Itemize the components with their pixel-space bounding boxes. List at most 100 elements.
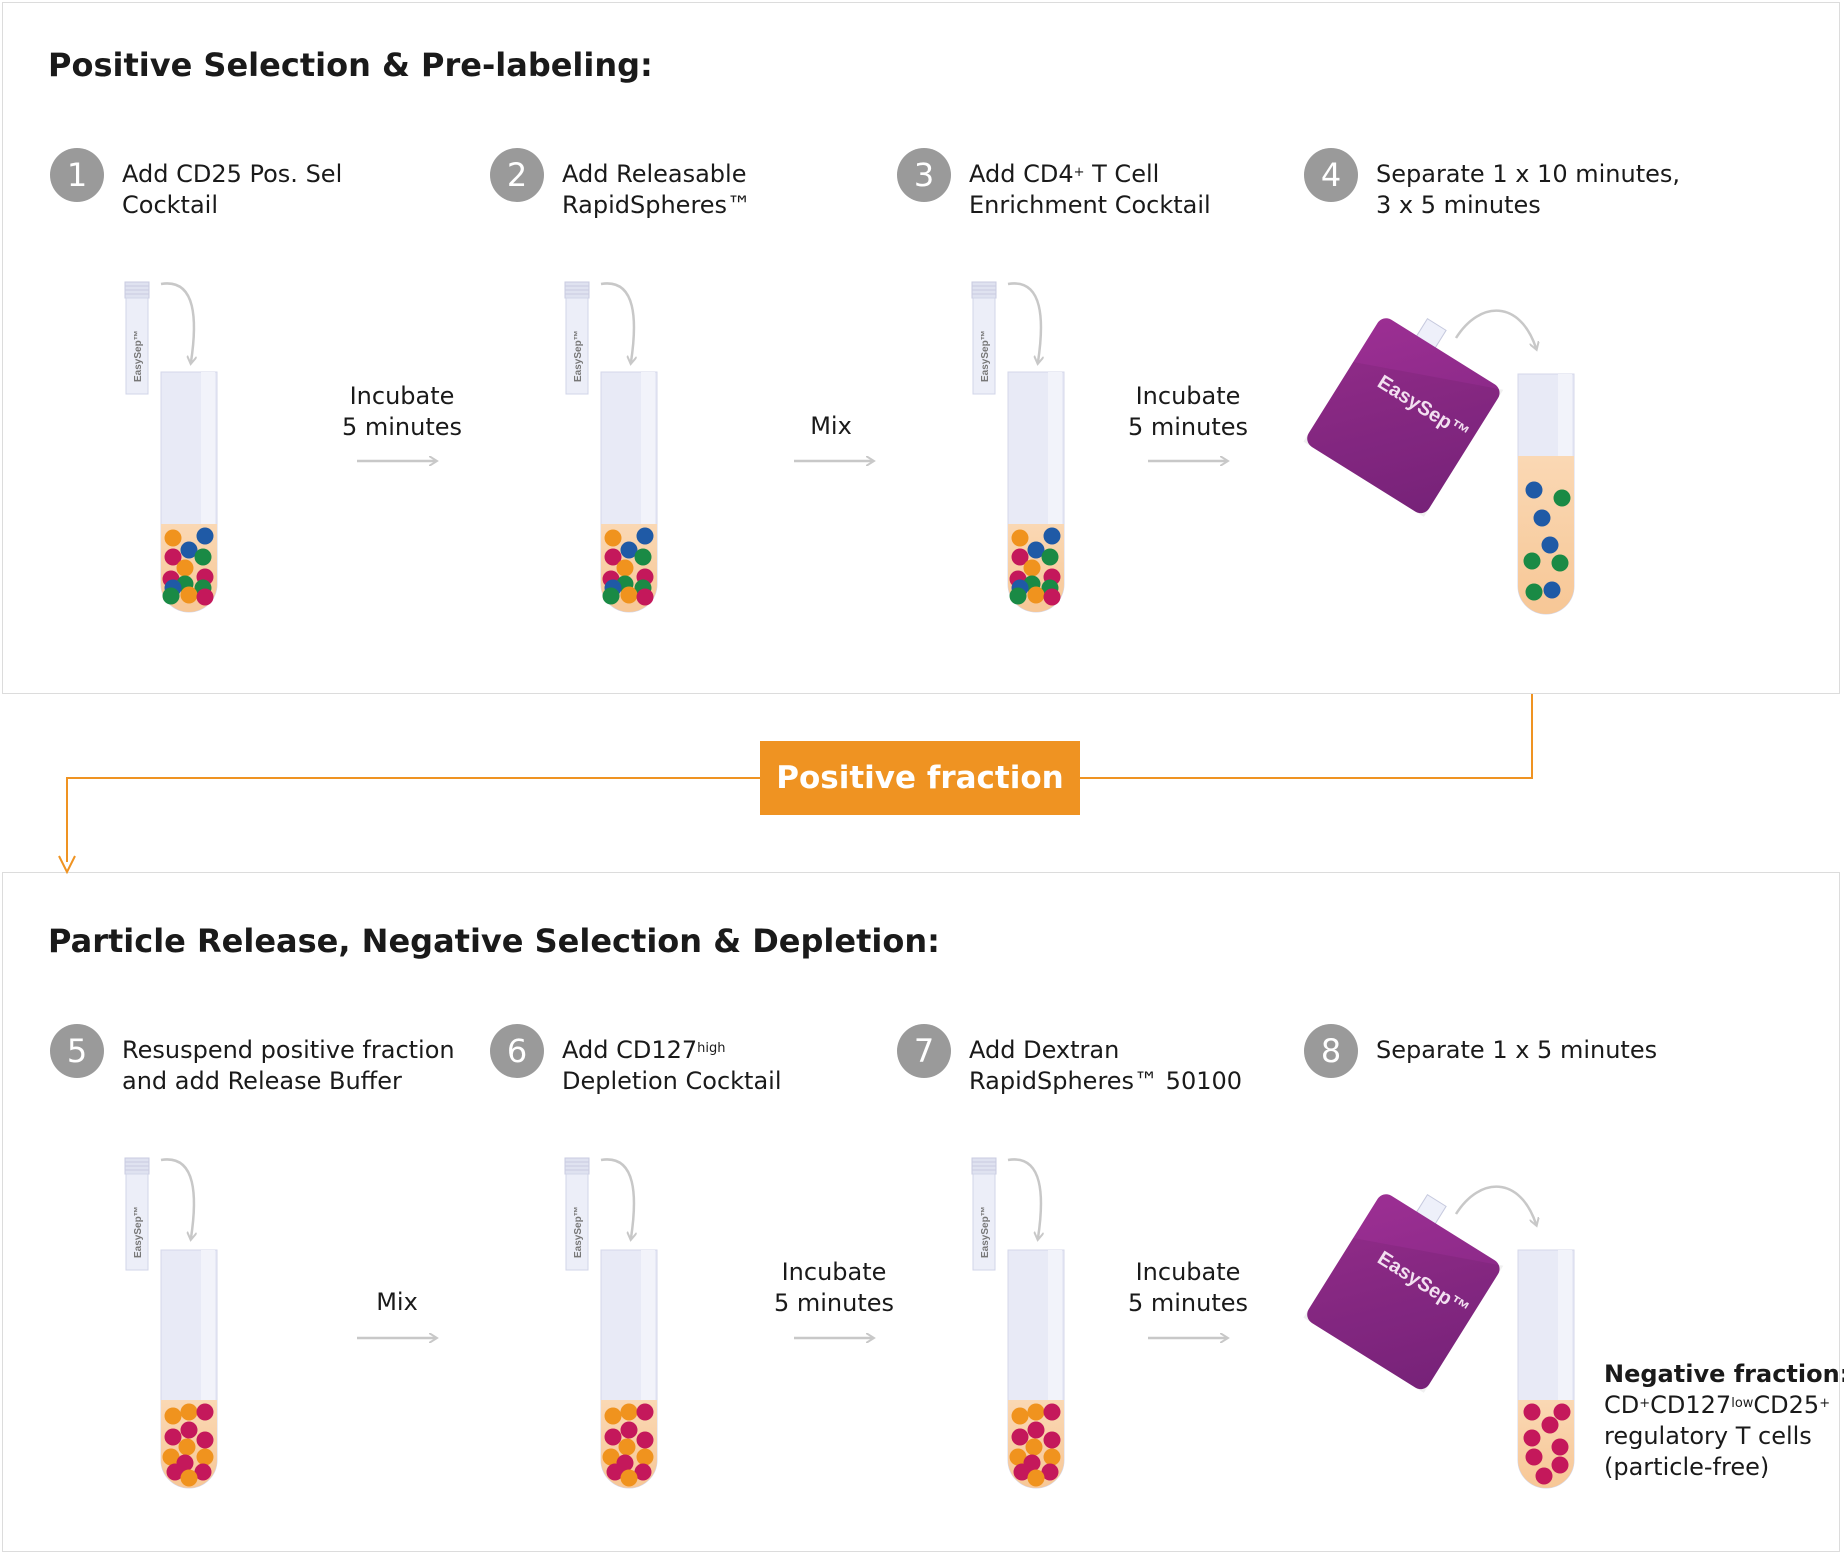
tube-highlight [1558, 1250, 1572, 1400]
step-number-5: 5 [50, 1024, 104, 1078]
cell-2 [1553, 1403, 1571, 1421]
cell-6 [636, 1431, 654, 1449]
tube-8 [1517, 1249, 1575, 1489]
cell-3 [164, 548, 182, 566]
cell-4 [164, 1428, 182, 1446]
bottom-arrow-3-line1: Incubate [1135, 1258, 1241, 1286]
cell-13 [1009, 587, 1027, 605]
step-number-4: 4 [1304, 148, 1358, 202]
reagent-vial-2: EasySep™ [564, 281, 634, 395]
easysep-magnet-1: EasySep™ [1303, 318, 1504, 517]
bottom-arrow-1-line1: Mix [376, 1288, 418, 1316]
cell-11 [1013, 1463, 1031, 1481]
marker-cd25: CD25 [1753, 1391, 1820, 1419]
cell-14 [1043, 588, 1061, 606]
cell-5 [1551, 1438, 1569, 1456]
step-6-text: Add CD127high Depletion Cocktail [562, 1035, 782, 1097]
vial-label: EasySep™ [980, 1206, 991, 1258]
step-number-1: 1 [50, 148, 104, 202]
step-5-line1: Resuspend positive fraction [122, 1036, 455, 1064]
vial-label: EasySep™ [133, 330, 144, 382]
pour-arrow [1007, 282, 1041, 362]
tube-highlight [641, 1250, 655, 1400]
magnet-body [1307, 1194, 1500, 1390]
easysep-magnet-2: EasySep™ [1303, 1194, 1504, 1393]
tube-highlight [1048, 1250, 1062, 1400]
negative-fraction-heading: Negative fraction: [1604, 1360, 1844, 1388]
tube-1 [160, 371, 218, 613]
cell-1 [164, 1407, 182, 1425]
step-2-line2: RapidSpheres™ [562, 191, 752, 219]
step-2-line1: Add Releasable [562, 160, 747, 188]
tube-highlight [201, 1250, 215, 1400]
marker-cd: CD [1604, 1391, 1640, 1419]
cell-3 [636, 1403, 654, 1421]
step-1-line1: Add CD25 Pos. Sel [122, 160, 343, 188]
vial-label: EasySep™ [573, 1206, 584, 1258]
cell-7 [618, 1438, 636, 1456]
vial-body [125, 297, 149, 395]
step-7-line2: RapidSpheres™ 50100 [969, 1067, 1243, 1095]
vial-label: EasySep™ [980, 330, 991, 382]
pour-arrow [600, 1158, 634, 1238]
cell-5 [1523, 552, 1541, 570]
step-3-text: Add CD4+ T Cell Enrichment Cocktail [969, 159, 1211, 221]
cell-12 [634, 1463, 652, 1481]
tube-2 [600, 371, 658, 613]
cell-6 [196, 1431, 214, 1449]
step-3-line1: Add CD4+ T Cell [969, 159, 1211, 190]
cell-4 [1011, 1428, 1029, 1446]
step-3-line1-sup: + [1073, 165, 1085, 180]
cell-5 [634, 548, 652, 566]
cell-9 [1043, 1448, 1061, 1466]
cell-12 [194, 1463, 212, 1481]
cell-8 [162, 1448, 180, 1466]
tube-highlight [1048, 372, 1062, 524]
cell-4 [1523, 1429, 1541, 1447]
cell-7 [1525, 583, 1543, 601]
cell-13 [1027, 1469, 1045, 1487]
cell-1 [604, 529, 622, 547]
cell-5 [1041, 548, 1059, 566]
cell-8 [1009, 1448, 1027, 1466]
cell-4 [620, 541, 638, 559]
cell-14 [196, 588, 214, 606]
cell-1 [1011, 1407, 1029, 1425]
cell-7 [1025, 1438, 1043, 1456]
step-number-3: 3 [897, 148, 951, 202]
cell-6 [1043, 1431, 1061, 1449]
top-arrow-2-label: Mix [731, 411, 931, 442]
cell-13 [162, 587, 180, 605]
cell-2 [1027, 1403, 1045, 1421]
cell-13 [180, 1469, 198, 1487]
cell-5 [620, 1421, 638, 1439]
cell-3 [1541, 1416, 1559, 1434]
cell-2 [1043, 527, 1061, 545]
cell-6 [1551, 554, 1569, 572]
cell-6 [1023, 559, 1041, 577]
vial-body [565, 297, 589, 395]
step-8-line1: Separate 1 x 5 minutes [1376, 1036, 1658, 1064]
step-5-text: Resuspend positive fraction and add Rele… [122, 1035, 455, 1097]
step-4-line2: 3 x 5 minutes [1376, 191, 1541, 219]
cell-3 [1533, 509, 1551, 527]
tube-5 [160, 1249, 218, 1489]
negative-fraction-markers: CD+CD127lowCD25+ [1604, 1390, 1844, 1421]
step-1-line2: Cocktail [122, 191, 218, 219]
negative-fraction-line2: regulatory T cells [1604, 1422, 1812, 1450]
step-4-text: Separate 1 x 10 minutes, 3 x 5 minutes [1376, 159, 1680, 221]
step-5-line2: and add Release Buffer [122, 1067, 402, 1095]
magnet-body [1307, 318, 1500, 514]
vial-body [125, 1173, 149, 1271]
step-6-line1: Add CD127high [562, 1035, 782, 1066]
cell-12 [1027, 586, 1045, 604]
step-number-8: 8 [1304, 1024, 1358, 1078]
cell-4 [1541, 536, 1559, 554]
cell-1 [1011, 529, 1029, 547]
tube-6 [600, 1249, 658, 1489]
vial-body [565, 1173, 589, 1271]
cell-2 [620, 1403, 638, 1421]
cell-2 [196, 527, 214, 545]
cell-3 [1011, 548, 1029, 566]
